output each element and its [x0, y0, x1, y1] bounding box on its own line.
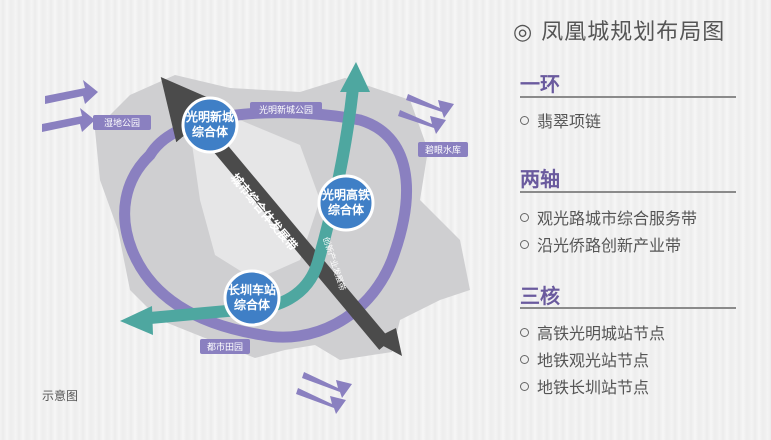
innovation-arrow-north	[340, 62, 370, 92]
svg-text:长圳车站: 长圳车站	[228, 282, 276, 297]
tag-newcity-park: 光明新城公园	[250, 102, 322, 117]
planning-map: 湿地公园 光明新城公园 碧眼水库 都市田园 城市综合体发展带 创新产业发展带 光…	[42, 62, 470, 414]
section-divider	[520, 96, 736, 98]
page-title: ◎ 凤凰城规划布局图	[513, 20, 726, 45]
tag-wetland-park: 湿地公园	[93, 115, 151, 130]
hub-guangming-newcity: 光明新城 综合体	[181, 96, 239, 154]
bullet-icon	[520, 213, 529, 222]
svg-text:碧眼水库: 碧眼水库	[425, 144, 461, 156]
svg-text:光明新城: 光明新城	[185, 109, 234, 124]
urban-axis-south-head	[372, 328, 402, 356]
list-item: 高铁光明城站节点	[520, 320, 665, 344]
hub-changzhen: 长圳车站 综合体	[223, 269, 281, 327]
section-heading-axes: 两轴	[520, 167, 560, 191]
caption: 示意图	[42, 389, 79, 403]
bullet-icon	[520, 355, 529, 364]
svg-text:综合体: 综合体	[328, 202, 365, 217]
flow-arrow-northeast	[398, 94, 454, 134]
section-heading-cores: 三核	[520, 284, 560, 308]
hub-gaotie: 光明高铁 综合体	[317, 174, 375, 232]
section-heading-ring: 一环	[520, 72, 560, 96]
flow-arrow-northwest	[42, 80, 98, 132]
innovation-arrow-west	[120, 306, 153, 335]
bullet-icon	[520, 240, 529, 249]
bullet-icon	[520, 116, 529, 125]
list-item: 观光路城市综合服务带	[520, 205, 697, 229]
svg-text:综合体: 综合体	[192, 124, 229, 139]
svg-text:都市田园: 都市田园	[207, 341, 243, 353]
list-item: 地铁观光站节点	[520, 347, 649, 371]
svg-text:综合体: 综合体	[234, 297, 271, 312]
tag-biyan-reservoir: 碧眼水库	[418, 142, 468, 157]
bullet-icon	[520, 382, 529, 391]
section-divider	[520, 191, 736, 193]
svg-text:光明新城公园: 光明新城公园	[259, 104, 313, 116]
list-item: 地铁长圳站节点	[520, 374, 649, 398]
list-item: 沿光侨路创新产业带	[520, 232, 681, 256]
flow-arrow-south	[296, 372, 352, 414]
svg-text:湿地公园: 湿地公园	[104, 117, 140, 129]
list-item: 翡翠项链	[520, 108, 601, 132]
section-divider	[520, 307, 736, 309]
tag-urban-farm: 都市田园	[200, 339, 250, 354]
svg-text:光明高铁: 光明高铁	[321, 187, 370, 202]
bullet-icon	[520, 328, 529, 337]
